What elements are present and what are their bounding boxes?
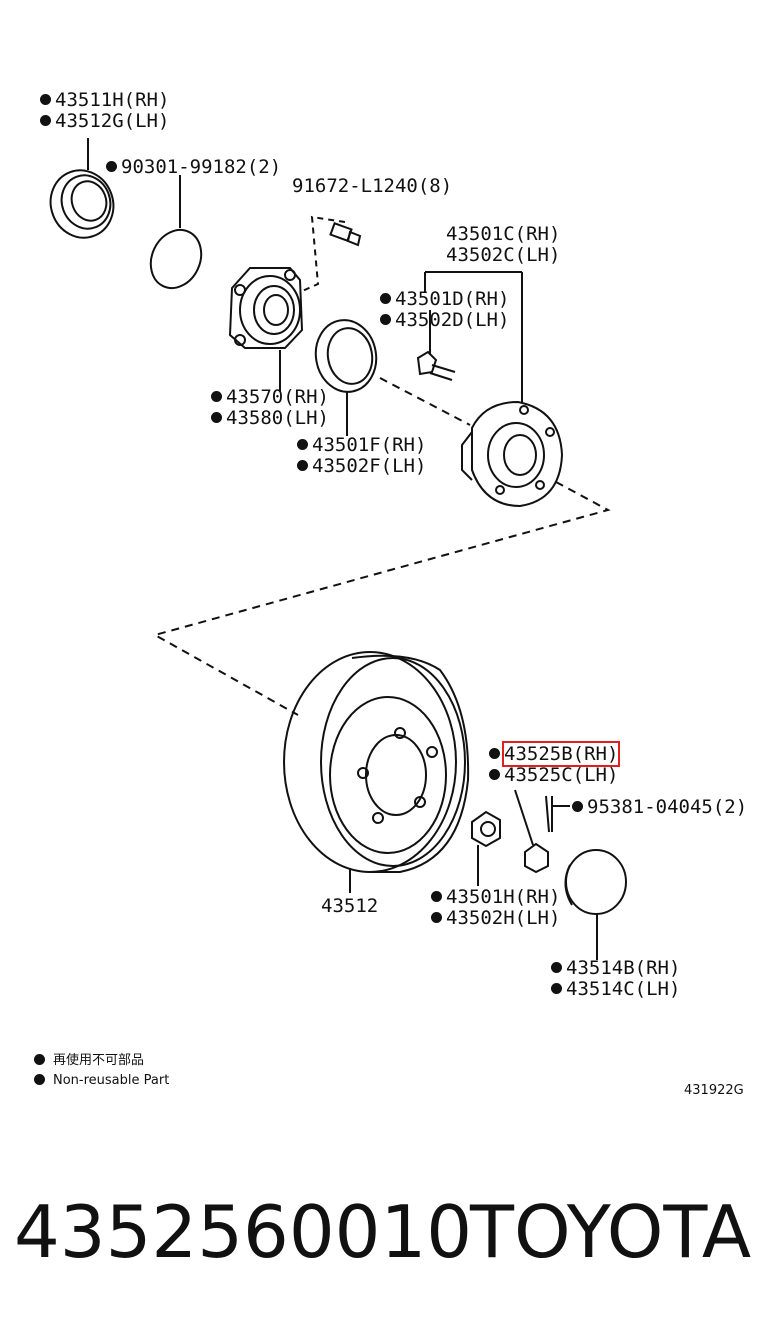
non-reusable-dot-icon [572, 801, 583, 812]
part-number: 43514B(RH) [566, 957, 681, 979]
footer-brand: TOYOTA [470, 1190, 752, 1274]
seal-drawing [314, 319, 378, 436]
non-reusable-dot-icon [40, 115, 51, 126]
non-reusable-dot-icon [431, 912, 442, 923]
label-43501c: 43501C(RH) [446, 224, 560, 245]
part-number: 43501H(RH) [446, 886, 561, 908]
non-reusable-dot-icon [380, 314, 391, 325]
label-43501h: 43501H(RH) [431, 887, 560, 908]
part-number: 43570(RH) [226, 386, 329, 408]
label-43570: 43570(RH) [211, 387, 329, 408]
label-43502f: 43502F(LH) [297, 456, 426, 477]
axle-hub-drawing [424, 271, 564, 508]
part-number: 43502H(LH) [446, 907, 561, 929]
footer-part-number: 4352560010 [14, 1190, 473, 1274]
part-number: 90301-99182(2) [121, 156, 282, 178]
label-43501d: 43501D(RH) [380, 289, 509, 310]
label-43511h: 43511H(RH) [40, 90, 169, 111]
part-number: 43514C(LH) [566, 978, 681, 1000]
oil-seal-drawing [49, 138, 115, 239]
legend-jp: 再使用不可部品 [34, 1051, 144, 1071]
part-number: 95381-04045(2) [587, 796, 748, 818]
hub-bearing-drawing [228, 267, 304, 392]
part-number: 43511H(RH) [55, 89, 170, 111]
label-43525b: 43525B(RH) [489, 741, 621, 767]
non-reusable-dot-icon [34, 1054, 45, 1065]
part-number: 43501C(RH) [446, 223, 561, 245]
cotter-pin-drawing [545, 795, 570, 833]
part-number: 43502F(LH) [312, 455, 427, 477]
part-number: 43501F(RH) [312, 434, 427, 456]
brake-rotor-drawing [283, 651, 470, 893]
label-43512g: 43512G(LH) [40, 111, 169, 132]
label-43502d: 43502D(LH) [380, 310, 509, 331]
non-reusable-dot-icon [431, 891, 442, 902]
label-43514c: 43514C(LH) [551, 979, 680, 1000]
label-43514b: 43514B(RH) [551, 958, 680, 979]
non-reusable-dot-icon [380, 293, 391, 304]
part-number: 43512 [321, 895, 379, 917]
label-90301: 90301-99182(2) [106, 157, 281, 178]
part-number: 43501D(RH) [395, 288, 510, 310]
hub-bolt-drawing [416, 310, 456, 381]
lock-nut-drawing [514, 789, 549, 874]
part-number: 43512G(LH) [55, 110, 170, 132]
highlighted-part-number: 43525B(RH) [501, 741, 621, 767]
diagram-code: 431922G [684, 1083, 744, 1098]
non-reusable-dot-icon [489, 748, 500, 759]
nut-drawing [471, 810, 501, 886]
non-reusable-dot-icon [489, 769, 500, 780]
part-number: 43580(LH) [226, 407, 329, 429]
non-reusable-dot-icon [551, 983, 562, 994]
non-reusable-dot-icon [211, 412, 222, 423]
non-reusable-dot-icon [34, 1074, 45, 1085]
assembly-lines [152, 377, 611, 716]
label-43501f: 43501F(RH) [297, 435, 426, 456]
legend-en: Non-reusable Part [34, 1071, 169, 1091]
part-number: 91672-L1240(8) [292, 175, 453, 197]
label-43525c: 43525C(LH) [489, 765, 618, 786]
legend-text: Non-reusable Part [53, 1073, 170, 1088]
non-reusable-dot-icon [551, 962, 562, 973]
non-reusable-dot-icon [40, 94, 51, 105]
non-reusable-dot-icon [211, 391, 222, 402]
label-43580: 43580(LH) [211, 408, 329, 429]
label-91672: 91672-L1240(8) [292, 176, 452, 197]
non-reusable-dot-icon [297, 439, 308, 450]
label-95381: 95381-04045(2) [572, 797, 747, 818]
legend-text: 再使用不可部品 [53, 1053, 145, 1068]
o-ring-drawing [149, 175, 203, 290]
non-reusable-dot-icon [106, 161, 117, 172]
bolt-drawing [299, 215, 362, 293]
part-number: 43525C(LH) [504, 764, 619, 786]
label-43512: 43512 [321, 896, 378, 917]
label-43502h: 43502H(LH) [431, 908, 560, 929]
grease-cap-drawing [564, 849, 627, 960]
part-number: 43502C(LH) [446, 244, 561, 266]
non-reusable-dot-icon [297, 460, 308, 471]
label-43502c: 43502C(LH) [446, 245, 560, 266]
part-number: 43502D(LH) [395, 309, 510, 331]
